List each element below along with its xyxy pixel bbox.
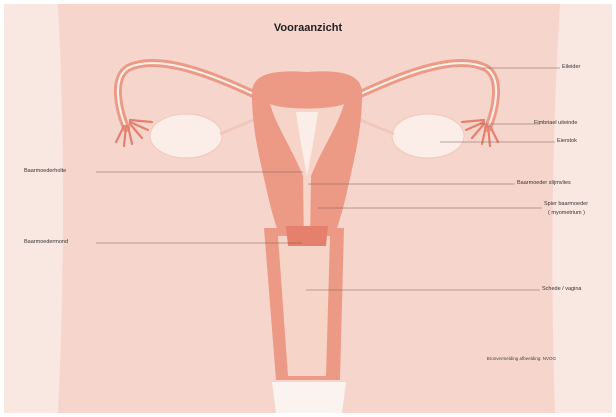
right-ovary [392,114,464,158]
label-myometrium: ( myometrium ) [548,210,585,217]
label-eileider: Eileider [562,64,580,71]
label-baarmoeder-slijmvlies: Baarmoeder slijmvlies [517,180,571,187]
diagram-title: Vooraanzicht [0,22,616,34]
label-eierstok: Eierstok [557,138,577,145]
label-spier-baarmoeder: Spier baarmoeder [544,201,588,208]
label-baarmoedermond: Baarmoedermond [24,239,68,246]
left-ovary [150,114,222,158]
vaginal-opening [272,382,346,413]
label-baarmoederholte: Baarmoederholte [24,168,66,175]
label-fimbriae: Fimbriael uiteinde [534,120,577,127]
image-credit: Bronvermelding afbeelding: NVOG [487,356,556,361]
label-schede-vagina: Schede / vagina [542,286,581,293]
